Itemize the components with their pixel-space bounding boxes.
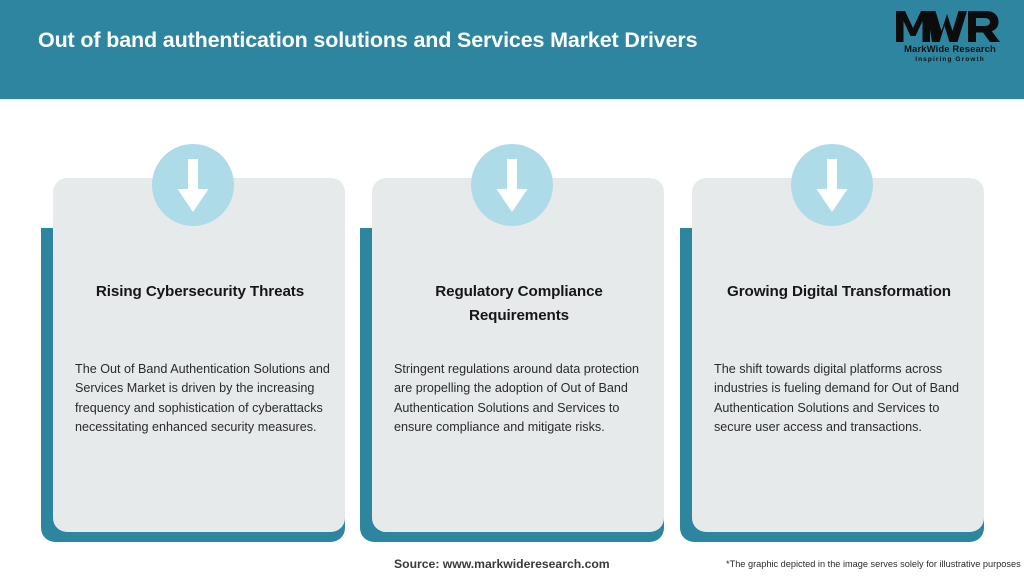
down-arrow-icon — [177, 159, 209, 212]
down-arrow-icon — [816, 159, 848, 212]
card-badge-circle — [471, 144, 553, 226]
card-badge-circle — [791, 144, 873, 226]
card-body: Regulatory Compliance Requirements Strin… — [372, 178, 664, 532]
page-header: Out of band authentication solutions and… — [0, 0, 1024, 99]
card-title: Regulatory Compliance Requirements — [435, 283, 603, 324]
driver-card-3: Growing Digital Transformation The shift… — [680, 144, 984, 544]
card-description: Stringent regulations around data protec… — [394, 362, 640, 434]
brand-logo: MarkWide Research Inspiring Growth — [894, 9, 1006, 67]
card-title: Growing Digital Transformation — [727, 283, 951, 300]
page-title: Out of band authentication solutions and… — [38, 28, 698, 52]
card-title: Rising Cybersecurity Threats — [95, 283, 305, 300]
footer-source: Source: www.markwideresearch.com — [394, 557, 610, 571]
down-arrow-icon — [496, 159, 528, 212]
driver-card-2: Regulatory Compliance Requirements Strin… — [360, 144, 664, 544]
card-body: Growing Digital Transformation The shift… — [692, 178, 984, 532]
card-badge-circle — [152, 144, 234, 226]
footer-disclaimer: *The graphic depicted in the image serve… — [726, 559, 1021, 569]
card-description: The Out of Band Authentication Solutions… — [75, 362, 330, 434]
mwr-logo-icon — [896, 11, 1000, 42]
logo-company-name: MarkWide Research — [904, 44, 996, 55]
driver-card-1: Rising Cybersecurity Threats The Out of … — [41, 144, 345, 544]
logo-tagline: Inspiring Growth — [915, 56, 985, 63]
card-body: Rising Cybersecurity Threats The Out of … — [53, 178, 345, 532]
card-description: The shift towards digital platforms acro… — [714, 362, 960, 434]
